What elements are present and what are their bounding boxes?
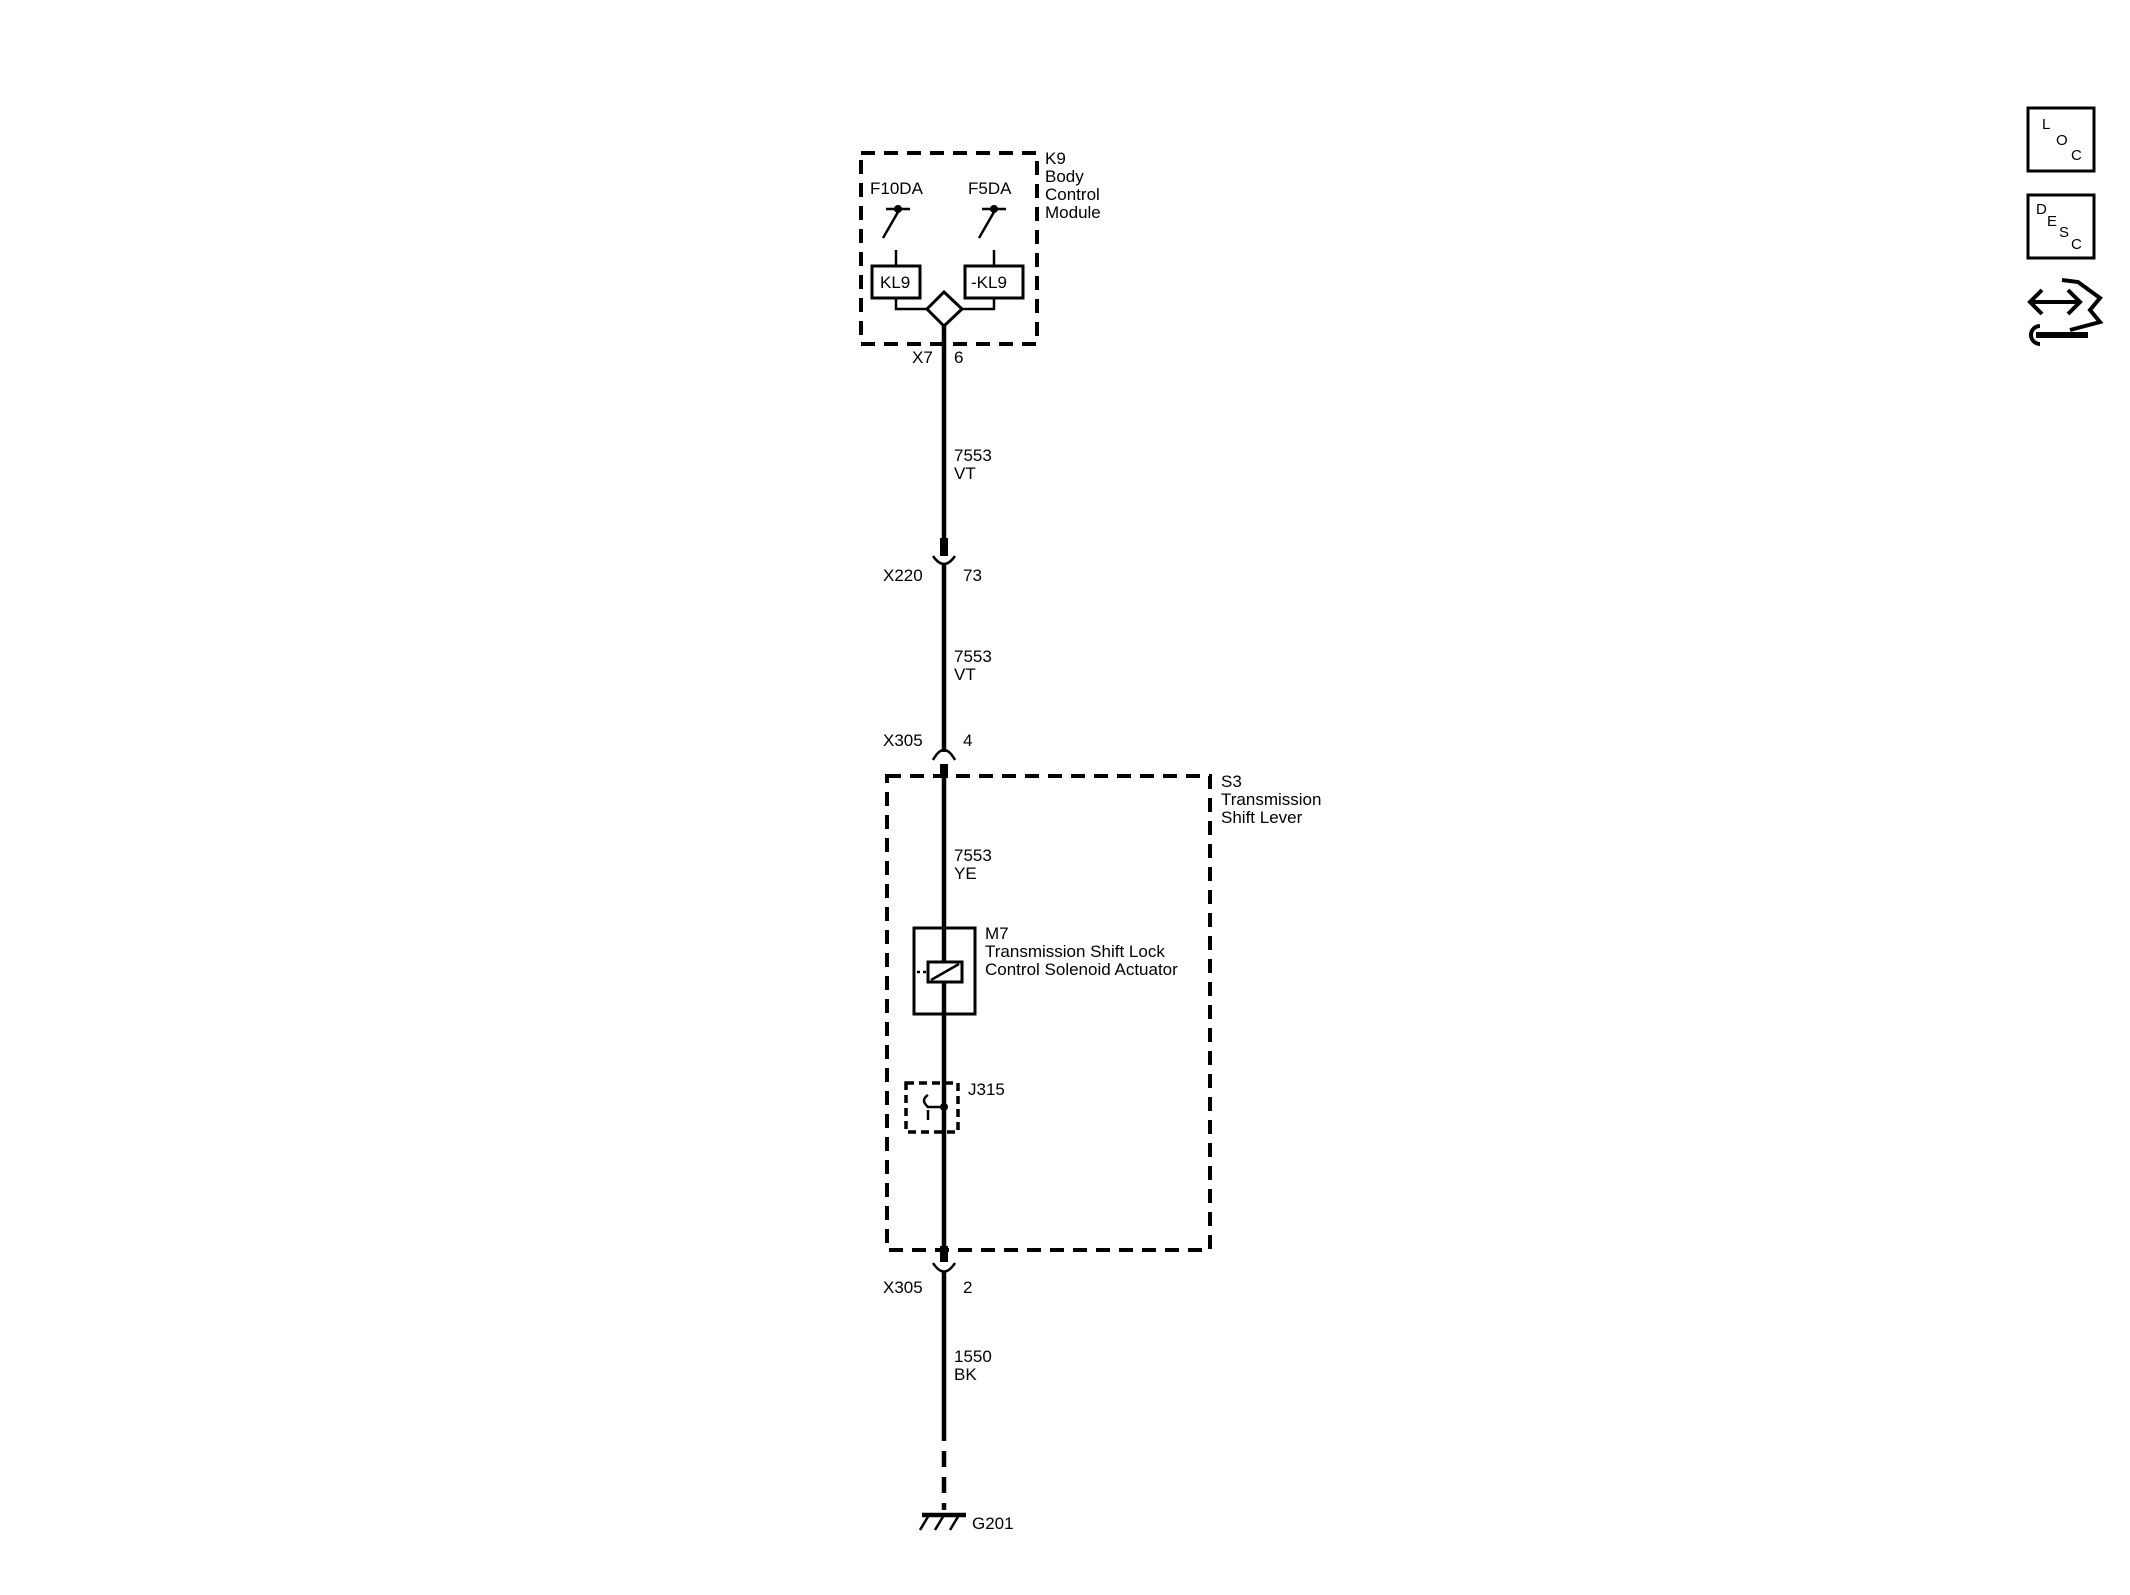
loc-letter-o: O: [2056, 132, 2068, 149]
j315-label: J315: [968, 1080, 1005, 1099]
j315-outline: [904, 1081, 960, 1134]
j315-splice[interactable]: [904, 1081, 960, 1134]
connector-x305-bottom-pin: 2: [963, 1278, 972, 1297]
wire-1-circuit: 7553: [954, 446, 992, 465]
m7-name-line-1: Transmission Shift Lock: [985, 942, 1165, 961]
connector-x305-bottom-label: X305: [883, 1278, 923, 1297]
k9-body-control-module[interactable]: K9 Body Control Module F10DA F5DA KL9 -K…: [859, 149, 1101, 346]
connector-x305-pin-4[interactable]: [931, 748, 957, 778]
k9-branch-right: [962, 298, 996, 311]
loc-letter-l: L: [2042, 116, 2050, 133]
switch-icon-left: [881, 205, 910, 266]
connector-x7-label: X7: [912, 348, 933, 367]
desc-letter-e: E: [2047, 213, 2057, 230]
wire-3-color: YE: [954, 864, 977, 883]
wire-2-circuit: 7553: [954, 647, 992, 666]
driver-box-kl9: [870, 264, 922, 300]
switch-icon-right: [977, 205, 1006, 266]
s3-outline: [885, 774, 1212, 1252]
m7-name-line-2: Control Solenoid Actuator: [985, 960, 1178, 979]
connector-x220[interactable]: [931, 538, 957, 566]
driver-label-kl9: KL9: [880, 273, 910, 292]
m7-solenoid-actuator[interactable]: [912, 926, 977, 1016]
desc-letter-d: D: [2036, 201, 2047, 218]
k9-id-label: K9: [1045, 149, 1066, 168]
connector-x305-top-pin: 4: [963, 731, 972, 750]
wire-3-circuit: 7553: [954, 846, 992, 865]
k9-branch-left: [894, 298, 927, 311]
k9-name-line-3: Module: [1045, 203, 1101, 222]
wire-1-color: VT: [954, 464, 976, 483]
k9-name-line-2: Control: [1045, 185, 1100, 204]
desc-button[interactable]: D E S C: [2026, 193, 2096, 260]
connector-x220-pin: 73: [963, 566, 982, 585]
m7-id-label: M7: [985, 924, 1009, 943]
loc-letter-c: C: [2071, 147, 2082, 164]
splice-dot-icon: [940, 1103, 948, 1111]
wire-4-circuit: 1550: [954, 1347, 992, 1366]
connector-x305-top-label: X305: [883, 731, 923, 750]
desc-letter-c: C: [2071, 236, 2082, 253]
fuse-label-f10da: F10DA: [870, 179, 924, 198]
loc-button[interactable]: L O C: [2026, 106, 2096, 173]
s3-transmission-shift-lever[interactable]: S3 Transmission Shift Lever: [885, 772, 1321, 1252]
connector-x7-pin: 6: [954, 348, 963, 367]
k9-name-line-1: Body: [1045, 167, 1084, 186]
s3-name-line-2: Shift Lever: [1221, 808, 1303, 827]
ground-g201-label: G201: [972, 1514, 1014, 1533]
driver-label-neg-kl9: -KL9: [971, 273, 1007, 292]
desc-letter-s: S: [2059, 224, 2069, 241]
s3-name-line-1: Transmission: [1221, 790, 1321, 809]
fuse-label-f5da: F5DA: [968, 179, 1012, 198]
wire-4-color: BK: [954, 1365, 977, 1384]
s3-id-label: S3: [1221, 772, 1242, 791]
wire-2-color: VT: [954, 665, 976, 684]
connector-x220-label: X220: [883, 566, 923, 585]
connector-wrench-icon[interactable]: [2027, 278, 2104, 346]
output-diamond-icon: [924, 289, 965, 329]
ground-icon[interactable]: [918, 1512, 966, 1531]
